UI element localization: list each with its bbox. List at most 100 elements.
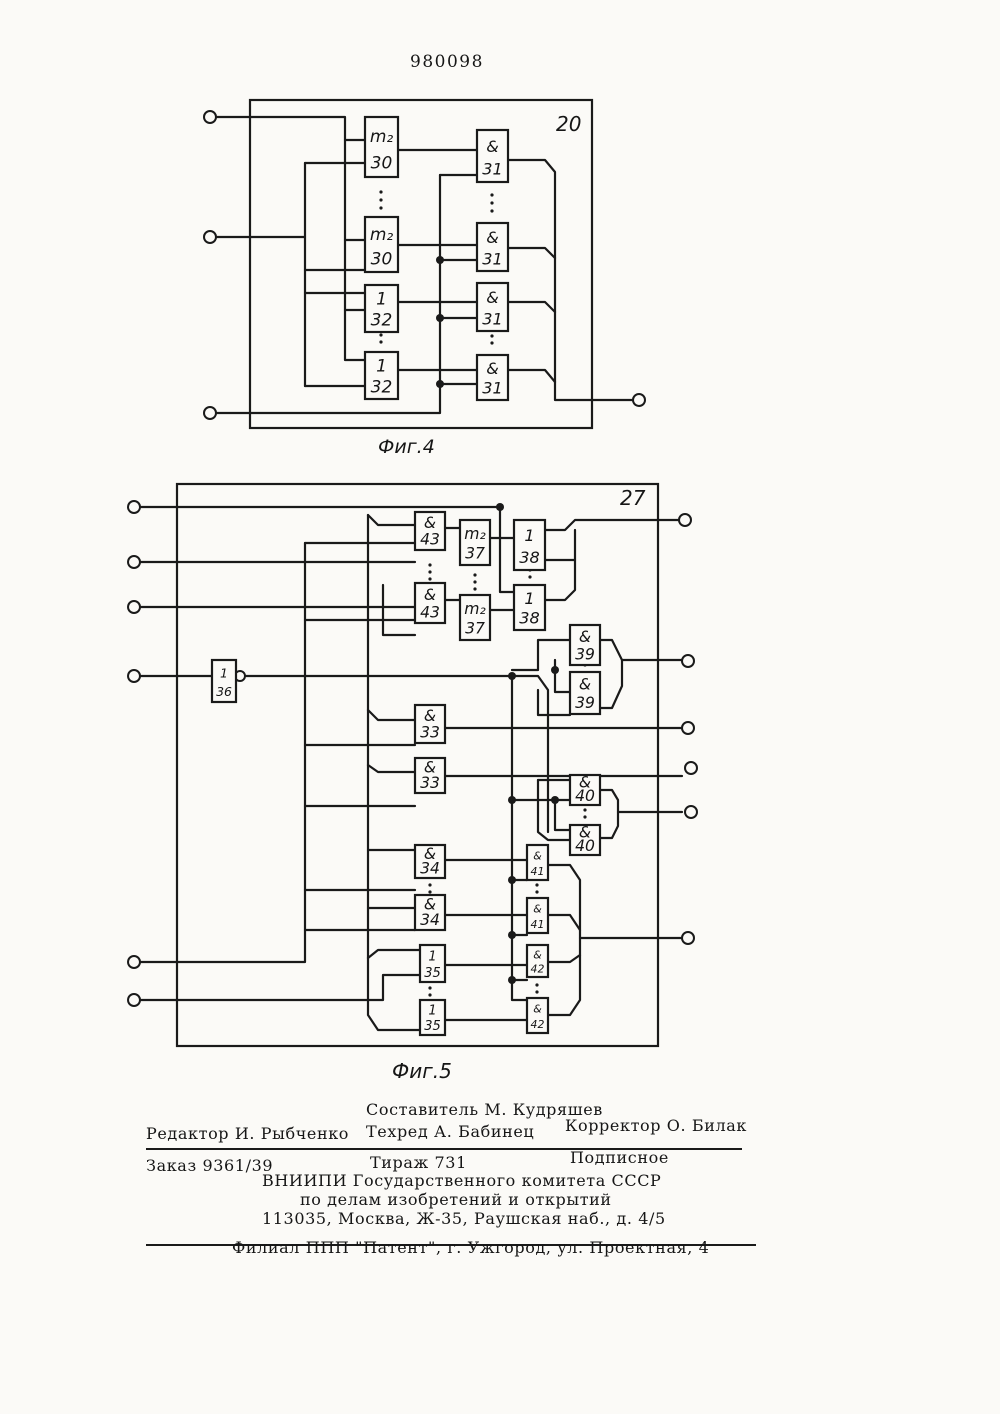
logic-block-31: & 31 bbox=[477, 283, 508, 331]
print-run: Тираж 731 bbox=[370, 1153, 467, 1172]
logic-block-35: 135 bbox=[420, 1000, 445, 1035]
block-symbol: & bbox=[533, 903, 542, 916]
block-number: 41 bbox=[531, 918, 545, 931]
block-symbol: 1 bbox=[220, 666, 228, 681]
patent-number: 980098 bbox=[410, 52, 484, 72]
block-number: 38 bbox=[519, 548, 540, 567]
logic-block-42: & 42 bbox=[527, 998, 548, 1033]
editor: Редактор И. Рыбченко bbox=[146, 1124, 349, 1143]
block-number: 30 bbox=[371, 154, 393, 174]
block-number: 35 bbox=[424, 1019, 441, 1034]
logic-block-40: &40 bbox=[570, 824, 600, 855]
address: 113035, Москва, Ж-35, Раушская наб., д. … bbox=[262, 1209, 666, 1228]
block-number: 42 bbox=[531, 1018, 545, 1031]
logic-block-31: & 31 bbox=[477, 130, 508, 182]
block-number: 31 bbox=[482, 249, 503, 268]
block-number: 37 bbox=[465, 620, 485, 638]
block-symbol: & bbox=[424, 586, 436, 604]
logic-block-37: m₂ 37 bbox=[460, 520, 490, 565]
block-symbol: & bbox=[579, 676, 591, 694]
fig5-circuit: 136&43&43m₂37m₂37138138&39&39&33&33&40&4… bbox=[128, 484, 697, 1083]
fig5-blocks: 136&43&43m₂37m₂37138138&39&39&33&33&40&4… bbox=[212, 512, 600, 1035]
block-number: 31 bbox=[482, 379, 503, 398]
logic-block-31: &31 bbox=[477, 355, 508, 400]
fig5-input-terminal bbox=[128, 994, 140, 1006]
block-symbol: m₂ bbox=[464, 525, 485, 543]
fig5-input-terminal bbox=[128, 556, 140, 568]
subscription: Подписное bbox=[570, 1148, 669, 1167]
logic-block-40: &40 bbox=[570, 774, 600, 805]
block-number: 30 bbox=[371, 249, 393, 269]
logic-block-33: &33 bbox=[415, 705, 445, 743]
logic-block-32: 132 bbox=[365, 352, 398, 399]
block-symbol: 1 bbox=[376, 290, 387, 310]
fig4-input-terminal bbox=[204, 231, 216, 243]
block-symbol: 1 bbox=[524, 589, 534, 608]
fig5-input-terminal bbox=[128, 601, 140, 613]
fig4-output-terminal bbox=[633, 394, 645, 406]
logic-block-38: 138 bbox=[514, 585, 545, 630]
logic-block-30: m₂ 30 bbox=[365, 217, 398, 272]
block-symbol: & bbox=[486, 228, 499, 247]
fig5-output-terminal bbox=[682, 655, 694, 667]
logic-block-36: 136 bbox=[212, 660, 236, 702]
block-symbol: & bbox=[533, 1003, 542, 1016]
logic-block-31: & 31 bbox=[477, 223, 508, 271]
block-symbol: 1 bbox=[428, 1004, 436, 1019]
fig5-output-terminal bbox=[682, 932, 694, 944]
block-number: 31 bbox=[482, 160, 503, 179]
order: Заказ 9361/39 bbox=[146, 1156, 273, 1175]
block-symbol: & bbox=[424, 707, 436, 725]
fig4-circuit: m₂30m₂30132132&31&31&31&31 20 Фиг.4 bbox=[204, 100, 645, 458]
fig4-input-terminal bbox=[204, 407, 216, 419]
logic-block-37: m₂ 37 bbox=[460, 595, 490, 640]
fig5-output-terminal bbox=[685, 762, 697, 774]
block-symbol: & bbox=[486, 137, 499, 156]
logic-block-30: m₂ 30 bbox=[365, 117, 398, 177]
logic-block-32: 132 bbox=[365, 285, 398, 332]
block-symbol: 1 bbox=[376, 357, 387, 377]
block-number: 32 bbox=[371, 377, 393, 397]
fig5-output-terminal bbox=[682, 722, 694, 734]
block-symbol: & bbox=[533, 948, 542, 961]
block-number: 38 bbox=[519, 609, 540, 628]
techred: Техред А. Бабинец bbox=[366, 1122, 534, 1141]
fig5-caption: Фиг.5 bbox=[392, 1059, 452, 1083]
block-symbol: & bbox=[424, 514, 436, 532]
block-number: 35 bbox=[424, 966, 441, 981]
block-number: 34 bbox=[420, 911, 440, 929]
block-number: 31 bbox=[482, 309, 503, 328]
block-symbol: & bbox=[486, 359, 499, 378]
fig5-output-terminal bbox=[685, 806, 697, 818]
block-number: 33 bbox=[420, 774, 440, 792]
block-symbol: 1 bbox=[428, 950, 436, 965]
logic-block-34: &34 bbox=[415, 895, 445, 930]
block-number: 33 bbox=[420, 724, 440, 742]
logic-block-43: &43 bbox=[415, 512, 445, 550]
fig5-input-terminal bbox=[128, 501, 140, 513]
logic-block-39: &39 bbox=[570, 625, 600, 665]
logic-block-41: & 41 bbox=[527, 898, 548, 933]
logic-block-41: &41 bbox=[527, 845, 548, 880]
block-number: 40 bbox=[575, 837, 595, 855]
logic-block-33: &33 bbox=[415, 758, 445, 793]
block-number: 36 bbox=[216, 684, 232, 699]
branch: Филиал ППП "Патент", г. Ужгород, ул. Про… bbox=[232, 1238, 709, 1257]
logic-block-34: &34 bbox=[415, 845, 445, 878]
fig5-output-terminal bbox=[679, 514, 691, 526]
fig5-frame-label: 27 bbox=[620, 486, 646, 510]
fig5-input-terminal bbox=[128, 670, 140, 682]
block-symbol: m₂ bbox=[370, 225, 394, 245]
logic-block-39: &39 bbox=[570, 672, 600, 714]
fig4-caption: Фиг.4 bbox=[378, 436, 435, 458]
block-symbol: m₂ bbox=[370, 127, 394, 147]
block-symbol: m₂ bbox=[464, 600, 485, 618]
block-number: 37 bbox=[465, 545, 485, 563]
block-symbol: & bbox=[486, 288, 499, 307]
block-number: 43 bbox=[420, 603, 440, 621]
logic-block-42: &42 bbox=[527, 945, 548, 977]
block-number: 43 bbox=[420, 531, 440, 549]
logic-block-43: &43 bbox=[415, 583, 445, 623]
block-number: 41 bbox=[531, 865, 545, 878]
organization: ВНИИПИ Государственного комитета СССР bbox=[262, 1171, 661, 1190]
